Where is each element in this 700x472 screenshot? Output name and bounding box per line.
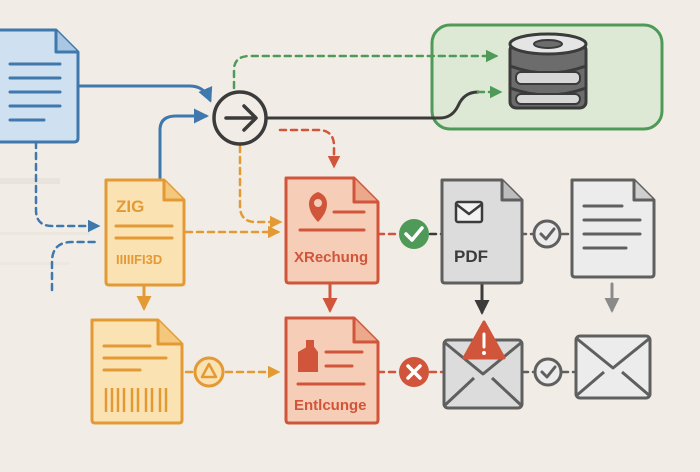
background-streaks <box>0 178 90 265</box>
xrechnung-document[interactable]: XRechung <box>284 176 380 285</box>
check-circle-icon <box>399 219 429 249</box>
pdf-label: PDF <box>454 247 488 266</box>
source-document-icon <box>0 28 80 144</box>
connector-zig-to-router <box>158 108 209 182</box>
zig-label: ZIG <box>116 197 144 216</box>
pdf-document[interactable]: PDF <box>440 178 524 285</box>
connector-router-to-xrechnung <box>278 128 341 169</box>
zig-code-label: IIIIIFI3D <box>116 252 162 267</box>
entlcunge-label: Entlcunge <box>294 397 367 414</box>
stamp-icon <box>298 340 318 372</box>
connector-router-out <box>266 90 480 120</box>
entlcunge-document[interactable]: Entlcunge <box>284 316 380 425</box>
connector-router-down-orange <box>238 144 283 229</box>
connector-source-to-zig <box>34 140 101 233</box>
connector-source-to-router <box>76 84 213 103</box>
connector-router-to-database <box>232 49 499 90</box>
zig-document[interactable]: ZIG IIIIIFI3D <box>104 178 186 287</box>
barcode-icon <box>104 388 168 412</box>
database-icon <box>508 32 588 110</box>
warning-triangle-icon <box>462 320 506 360</box>
text-document-icon[interactable] <box>570 178 656 279</box>
envelope-icon[interactable] <box>574 334 652 400</box>
connector-left-loop <box>50 240 98 292</box>
x-circle-icon <box>399 357 429 387</box>
barcode-document[interactable] <box>90 318 184 425</box>
envelope-warning-icon[interactable] <box>442 320 524 410</box>
check-circle-icon <box>533 357 563 387</box>
xrechnung-label: XRechung <box>294 249 368 266</box>
envelope-small-icon <box>454 200 484 224</box>
connectors <box>34 49 620 379</box>
check-circle-icon <box>532 219 562 249</box>
location-pin-icon <box>309 192 327 222</box>
warning-circle-icon <box>193 356 225 388</box>
arrow-right-circle-icon[interactable] <box>212 90 268 146</box>
